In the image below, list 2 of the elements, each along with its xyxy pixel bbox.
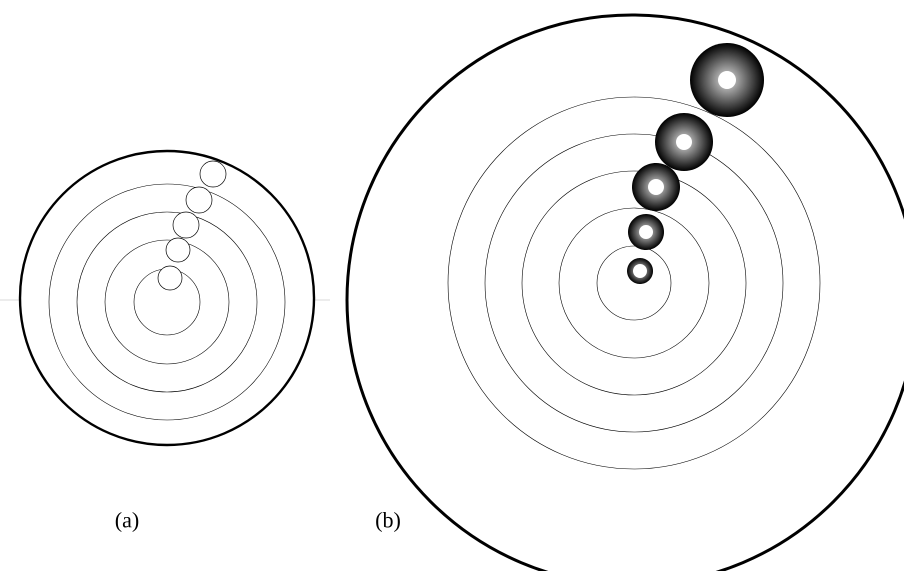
panel-label: (b) xyxy=(376,512,400,532)
panel-label: (a) xyxy=(116,512,138,532)
